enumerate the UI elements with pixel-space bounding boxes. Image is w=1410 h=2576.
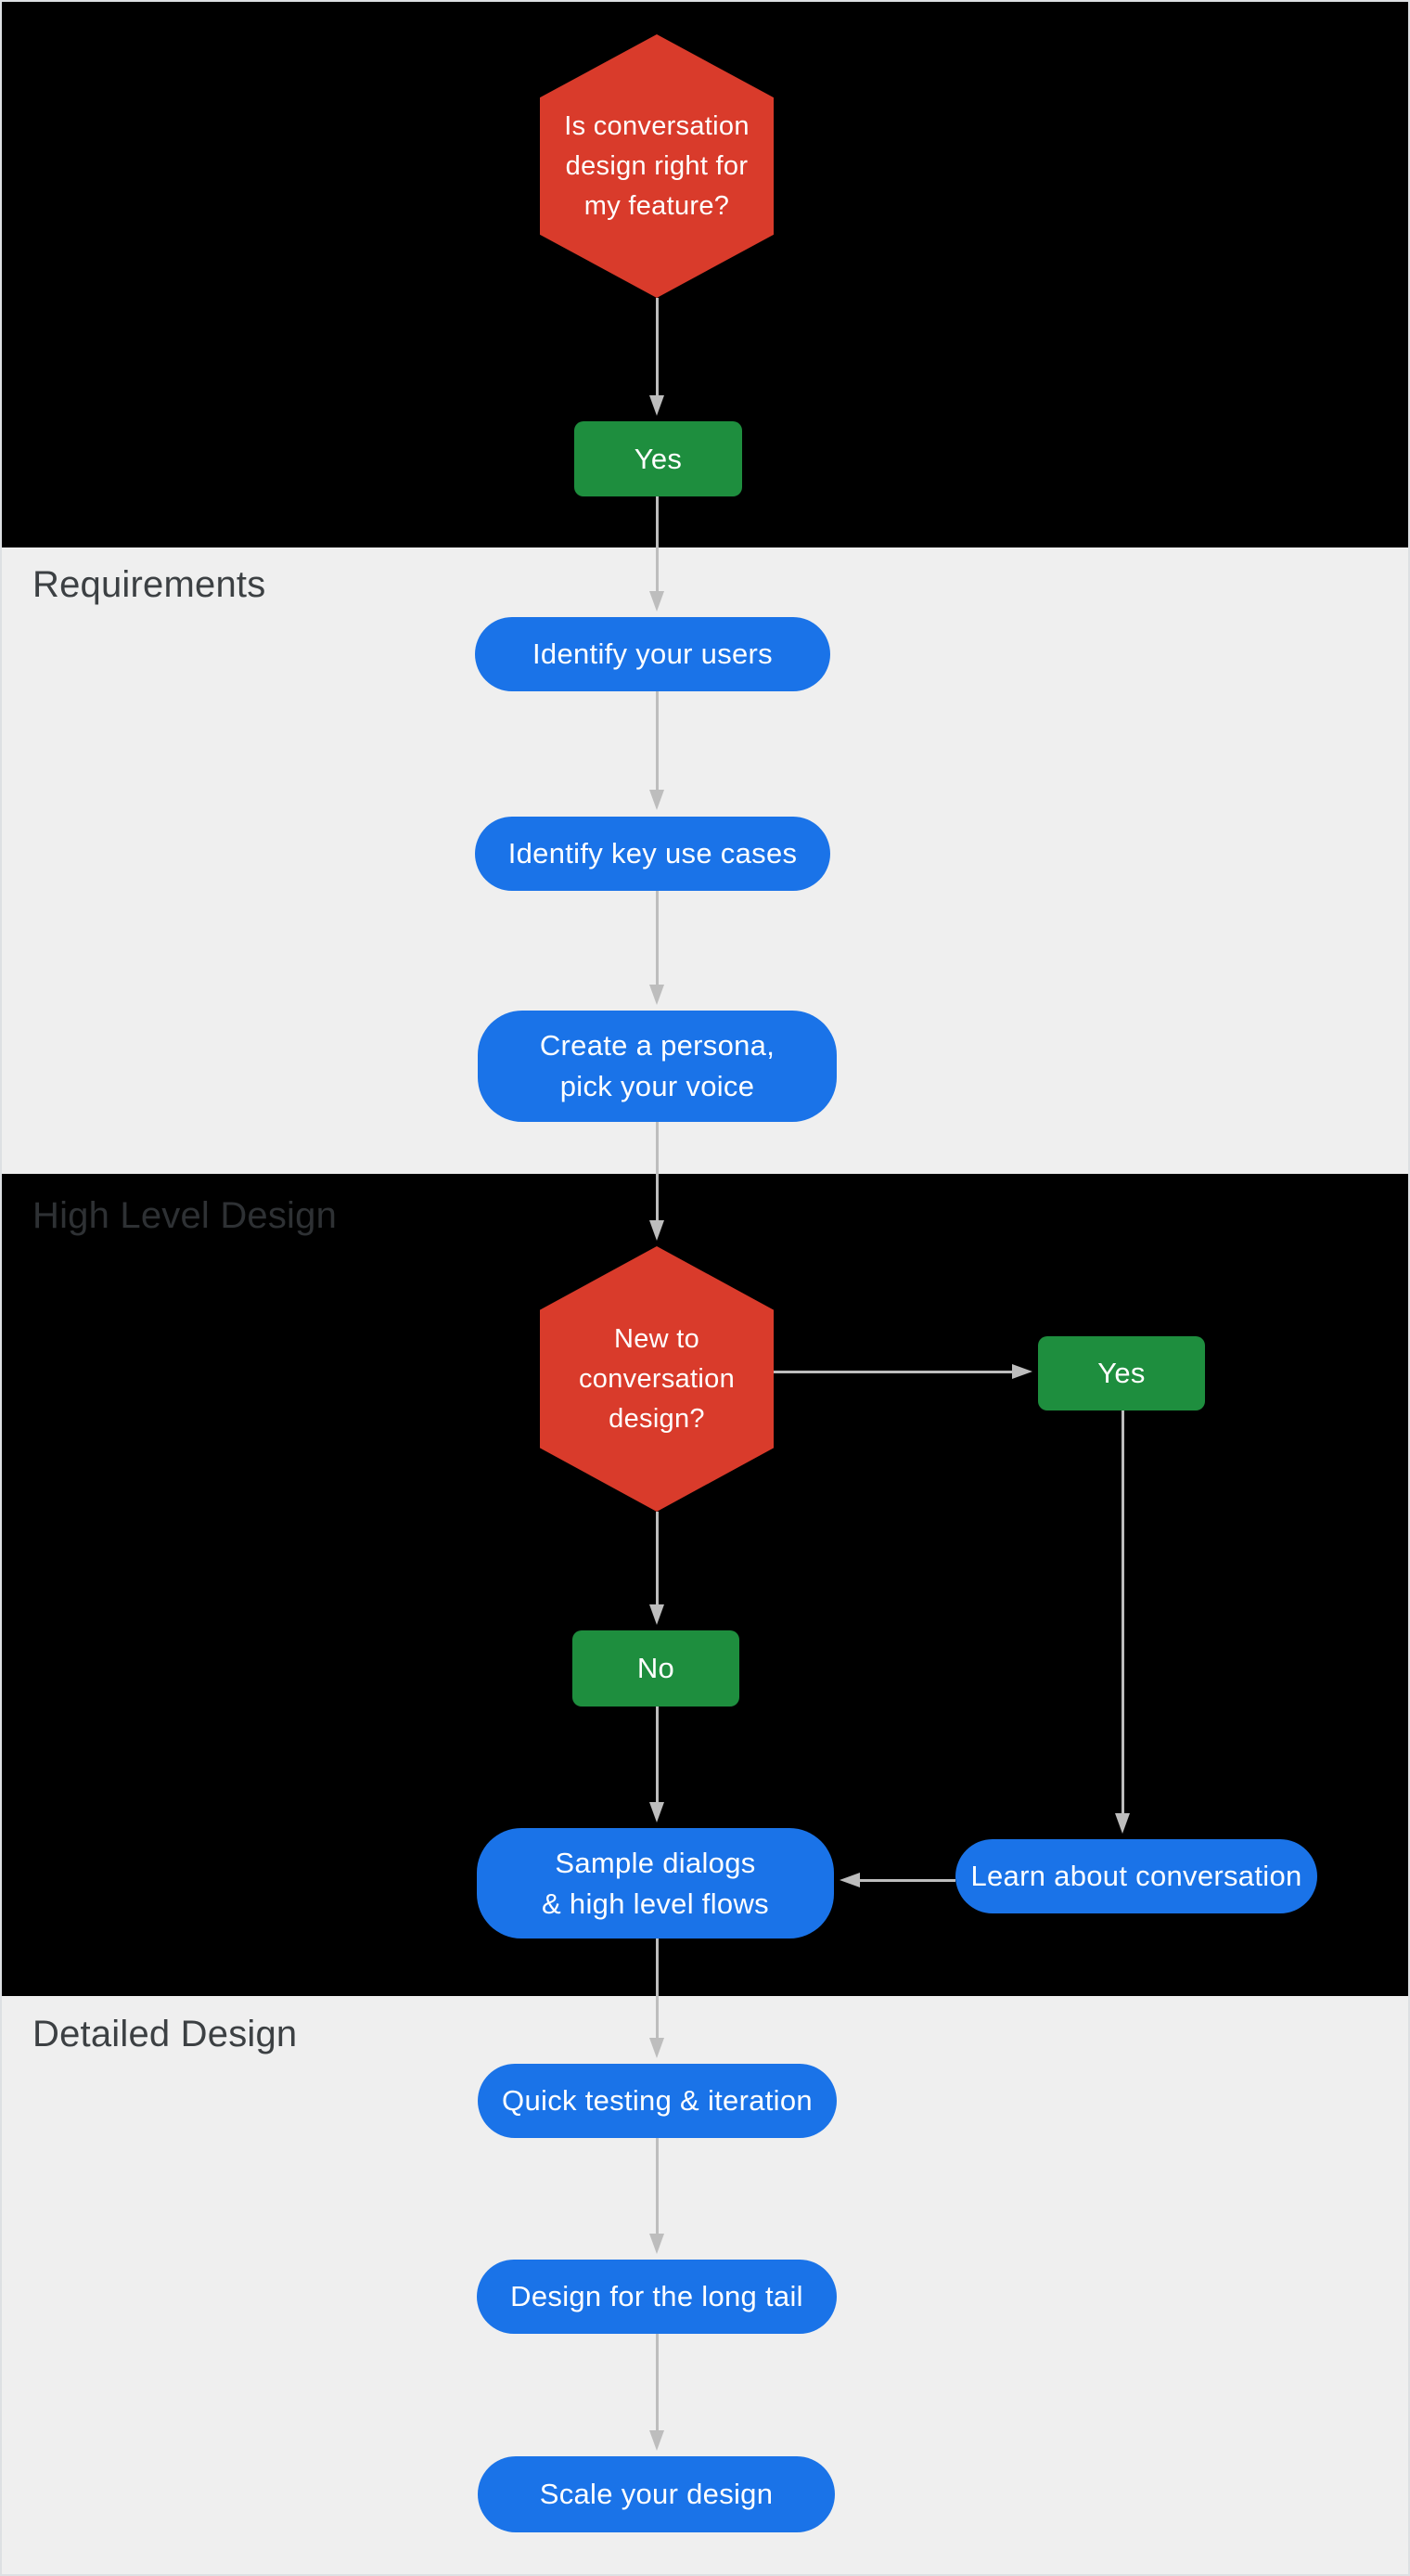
answer-label: Yes — [1097, 1357, 1146, 1389]
step-label: Design for the long tail — [510, 2280, 803, 2312]
step-quick-testing-iteration[interactable]: Quick testing & iteration — [478, 2064, 837, 2138]
decision-line: New to — [613, 1323, 700, 1354]
step-line: & high level flows — [542, 1887, 769, 1920]
step-create-persona-pick-voice[interactable]: Create a persona, pick your voice — [478, 1011, 837, 1122]
step-label: Quick testing & iteration — [502, 2084, 813, 2117]
decision-line: design right for — [565, 150, 749, 181]
decision-line: design? — [609, 1403, 705, 1434]
step-identify-key-use-cases[interactable]: Identify key use cases — [475, 817, 830, 891]
answer-label: No — [636, 1652, 675, 1684]
decision-is-conversation-design-right: Is conversation design right for my feat… — [540, 34, 774, 298]
decision-new-to-conversation-design: New to conversation design? — [540, 1246, 774, 1512]
step-line: Sample dialogs — [555, 1846, 756, 1879]
answer-yes-start[interactable]: Yes — [574, 421, 742, 496]
step-label: Learn about conversation — [970, 1860, 1302, 1892]
decision-line: my feature? — [583, 190, 730, 221]
section-label-requirements: Requirements — [32, 564, 266, 605]
step-label: Scale your design — [539, 2478, 774, 2510]
decision-line: Is conversation — [564, 110, 750, 141]
section-label-high-level-design: High Level Design — [32, 1195, 338, 1236]
step-learn-about-conversation[interactable]: Learn about conversation — [955, 1839, 1317, 1913]
answer-label: Yes — [634, 442, 683, 475]
answer-no-new-to-cd[interactable]: No — [572, 1630, 739, 1707]
answer-yes-new-to-cd[interactable]: Yes — [1038, 1336, 1205, 1410]
step-line: Create a persona, — [539, 1029, 776, 1062]
step-design-for-long-tail[interactable]: Design for the long tail — [477, 2260, 837, 2334]
step-identify-your-users[interactable]: Identify your users — [475, 617, 830, 691]
step-sample-dialogs-high-level-flows[interactable]: Sample dialogs & high level flows — [477, 1828, 834, 1938]
step-line: pick your voice — [559, 1070, 755, 1102]
step-label: Identify key use cases — [507, 837, 798, 869]
section-label-detailed-design: Detailed Design — [32, 2014, 298, 2054]
decision-line: conversation — [578, 1363, 736, 1394]
step-scale-your-design[interactable]: Scale your design — [478, 2456, 835, 2532]
step-label: Identify your users — [532, 638, 773, 670]
